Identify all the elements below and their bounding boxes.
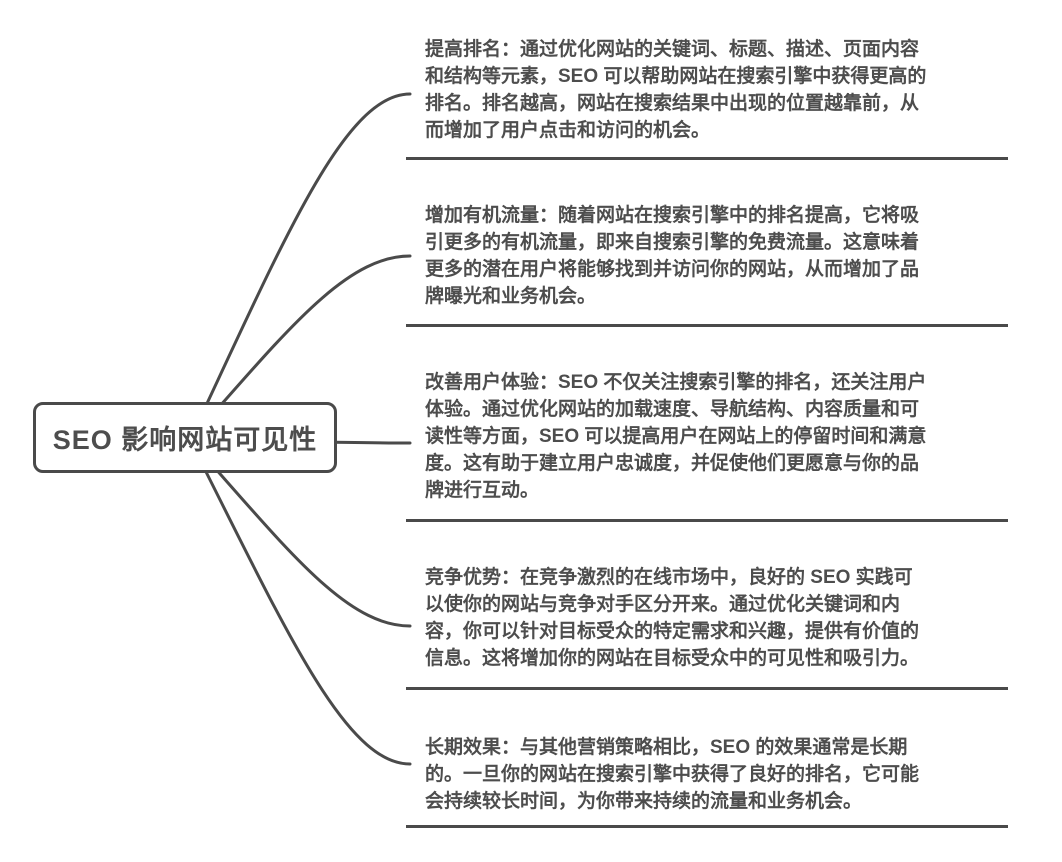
root-topic-label: SEO 影响网站可见性: [52, 425, 318, 455]
branch-topic-raise-ranking[interactable]: 提高排名：通过优化网站的关键词、标题、描述、页面内容 和结构等元素，SEO 可以…: [406, 36, 1008, 160]
branch-topic-competitive-advantage[interactable]: 竞争优势：在竞争激烈的在线市场中，良好的 SEO 实践可 以使你的网站与竞争对手…: [406, 564, 1008, 690]
connector-line-branch-2: [188, 254, 412, 442]
branch-topic-organic-traffic[interactable]: 增加有机流量：随着网站在搜索引擎中的排名提高，它将吸 引更多的有机流量，即来自搜…: [406, 202, 1008, 327]
branch-topic-long-term-effect[interactable]: 长期效果：与其他营销策略相比，SEO 的效果通常是长期 的。一旦你的网站在搜索引…: [406, 734, 1008, 828]
connector-line-branch-4: [188, 438, 412, 628]
connector-line-branch-5: [188, 438, 412, 766]
branch-topic-user-experience[interactable]: 改善用户体验：SEO 不仅关注搜索引擎的排名，还关注用户 体验。通过优化网站的加…: [406, 369, 1008, 522]
root-topic[interactable]: SEO 影响网站可见性: [33, 402, 337, 473]
connector-line-branch-1: [188, 92, 412, 442]
